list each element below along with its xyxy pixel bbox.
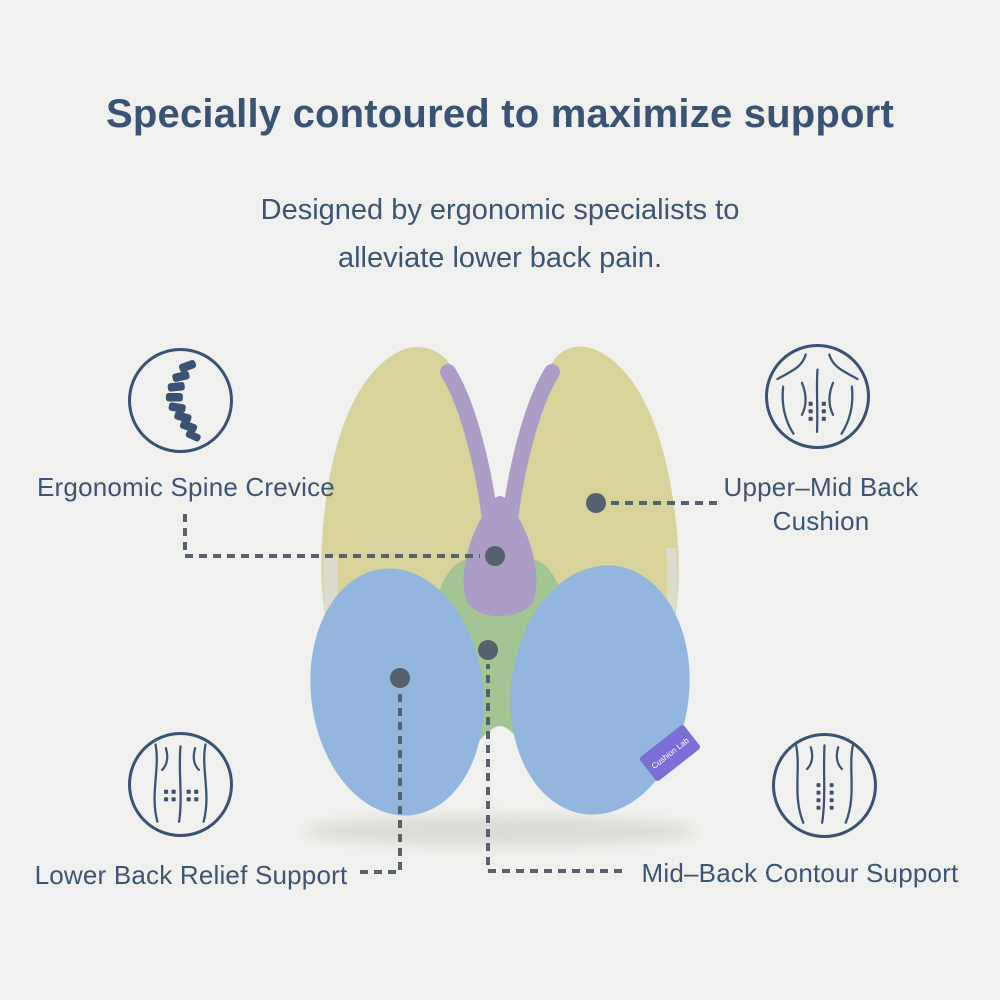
spine-icon [128, 348, 233, 453]
label-mid-back: Mid–Back Contour Support [641, 858, 959, 888]
subtitle-line-1: Designed by ergonomic specialists to [260, 194, 740, 226]
dot-mid-back [478, 640, 498, 660]
lower-back-icon [128, 732, 233, 837]
label-upper-mid-back-line-1: Upper–Mid Back [723, 472, 919, 502]
dot-upper-mid-back [586, 493, 606, 513]
mid-back-icon [772, 733, 877, 838]
mid-back-pressure-dots [816, 783, 834, 810]
mid-back-figure [794, 742, 855, 824]
page-subtitle: Designed by ergonomic specialists to all… [0, 186, 1000, 282]
subtitle-line-2: alleviate lower back pain. [337, 242, 662, 274]
label-spine-crevice: Ergonomic Spine Crevice [37, 472, 335, 502]
pillow-edge-highlight-right [650, 548, 678, 694]
lower-back-figure [153, 743, 208, 823]
pillow-spine-crevice-arm-left [440, 364, 498, 528]
product-tag-background [639, 725, 701, 781]
pillow-lower-lobe-right [510, 565, 690, 815]
upper-back-figure [776, 353, 859, 435]
connector-mid-back [486, 664, 622, 873]
connector-dots [390, 493, 606, 688]
upper-back-pressure-dots [808, 401, 826, 421]
lower-back-pressure-dots [164, 789, 199, 802]
label-upper-mid-back-line-2: Cushion [772, 506, 870, 536]
connector-lines [183, 501, 723, 874]
spine-vertebrae [165, 359, 201, 442]
page-title: Specially contoured to maximize support [106, 92, 894, 136]
dot-lower-back [390, 668, 410, 688]
dot-spine-crevice [485, 546, 505, 566]
connector-spine-crevice [183, 514, 480, 558]
pillow-lower-lobe-left [310, 568, 484, 816]
upper-back-icon [765, 344, 870, 449]
label-lower-back: Lower Back Relief Support [34, 860, 348, 890]
pillow-spine-crevice-arm-right [502, 364, 560, 528]
label-upper-mid-back: Upper–Mid Back Cushion [690, 470, 952, 538]
pillow-shadow [304, 816, 696, 846]
connector-lower-back [360, 692, 402, 874]
